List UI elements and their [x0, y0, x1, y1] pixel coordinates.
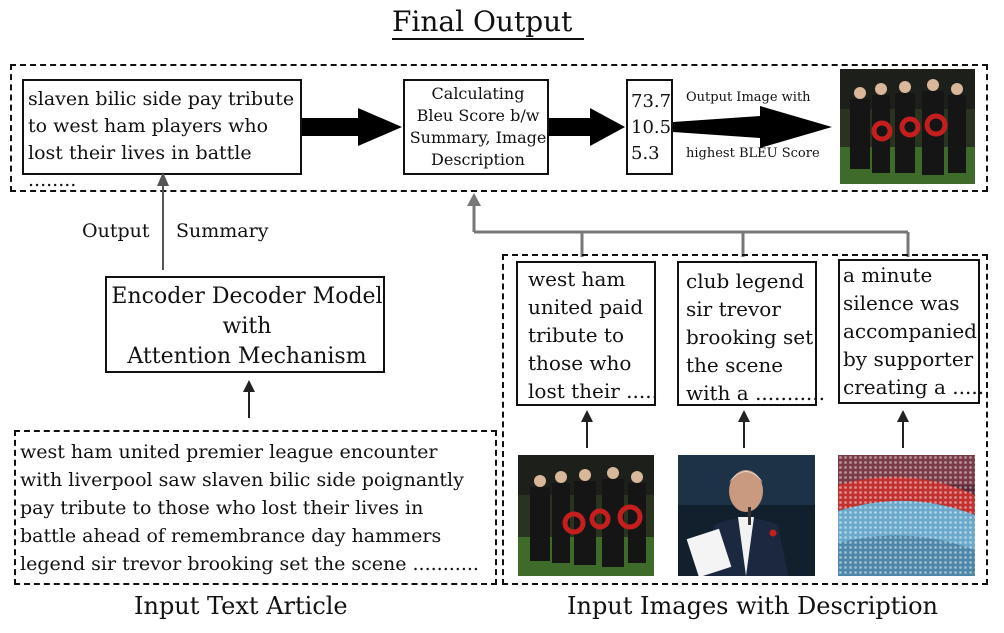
summary-box: slaven bilic side pay tribute to west ha… — [22, 79, 302, 191]
input-article-box: west ham united premier league encounter… — [14, 430, 497, 585]
desc-line: west ham — [528, 267, 626, 291]
team-photo-icon — [518, 455, 654, 576]
input-image-team — [518, 455, 654, 576]
summary-line: slaven bilic side pay tribute — [28, 88, 295, 110]
score-value: 73.7 — [631, 91, 672, 112]
output-arrow-label-bottom: highest BLEU Score — [686, 146, 820, 161]
model-line: Encoder Decoder Model — [111, 284, 383, 309]
caption-input-text-article: Input Text Article — [134, 592, 348, 620]
final-output-container — [10, 64, 988, 192]
input-image-crowd — [838, 455, 975, 576]
desc-line: lost their ..... — [528, 379, 658, 403]
desc-line: the scene — [686, 353, 784, 377]
score-value: 5.3 — [631, 143, 660, 164]
desc-line: silence was — [843, 291, 960, 315]
article-line: pay tribute to those who lost their live… — [20, 497, 424, 519]
description-box-2: club legend sir trevor brooking set the … — [677, 261, 825, 406]
output-team-photo — [840, 69, 975, 184]
speaker-photo-icon — [678, 455, 815, 576]
summary-label: Summary — [176, 220, 269, 242]
encoder-decoder-model-box: Encoder Decoder Model with Attention Mec… — [105, 276, 385, 373]
team-photo-icon — [840, 69, 975, 184]
description-box-3: a minute silence was accompanied by supp… — [838, 259, 984, 404]
output-label: Output — [82, 220, 150, 242]
desc-line: creating a ..... — [843, 375, 985, 399]
arrow-summary-to-bleu — [302, 108, 402, 146]
desc-line: with a ........... — [686, 381, 826, 405]
desc-line: tribute to — [528, 323, 624, 347]
bleu-line: Description — [431, 150, 525, 169]
desc-line: brooking set — [686, 325, 814, 349]
model-line: Attention Mechanism — [127, 344, 367, 369]
article-line: west ham united premier league encounter — [20, 441, 438, 463]
bleu-line: Summary, Image — [409, 128, 547, 147]
desc-line: club legend — [686, 269, 805, 293]
model-line: with — [222, 314, 272, 339]
input-image-speaker — [678, 455, 815, 576]
description-box-1: west ham united paid tribute to those wh… — [516, 261, 658, 406]
bleu-calc-box: Calculating Bleu Score b/w Summary, Imag… — [403, 79, 549, 175]
caption-input-images: Input Images with Description — [567, 592, 938, 620]
title: Final Output — [392, 5, 573, 38]
desc-line: sir trevor — [686, 297, 781, 321]
crowd-mosaic-photo-icon — [838, 455, 975, 576]
summary-line: to west ham players who — [28, 115, 269, 137]
scores-box: 73.7 10.5 5.3 — [626, 79, 673, 175]
desc-line: those who — [528, 351, 632, 375]
arrow-scores-to-output — [673, 106, 832, 148]
bleu-line: Bleu Score b/w — [416, 106, 540, 125]
article-line: with liverpool saw slaven bilic side poi… — [20, 469, 464, 491]
summary-line: lost their lives in battle ........ — [28, 142, 252, 191]
desc-line: a minute — [843, 263, 933, 287]
desc-line: accompanied — [843, 319, 977, 343]
output-arrow-label-top: Output Image with — [686, 90, 811, 105]
article-line: legend sir trevor brooking set the scene… — [20, 553, 479, 575]
desc-line: united paid — [528, 295, 644, 319]
bleu-line: Calculating — [431, 84, 525, 103]
arrow-bleu-to-scores — [549, 108, 625, 146]
article-line: battle ahead of remembrance day hammers — [20, 525, 442, 547]
title-underline — [392, 38, 584, 40]
input-images-container — [502, 254, 988, 585]
score-value: 10.5 — [631, 117, 672, 138]
desc-line: by supporter — [843, 347, 974, 371]
